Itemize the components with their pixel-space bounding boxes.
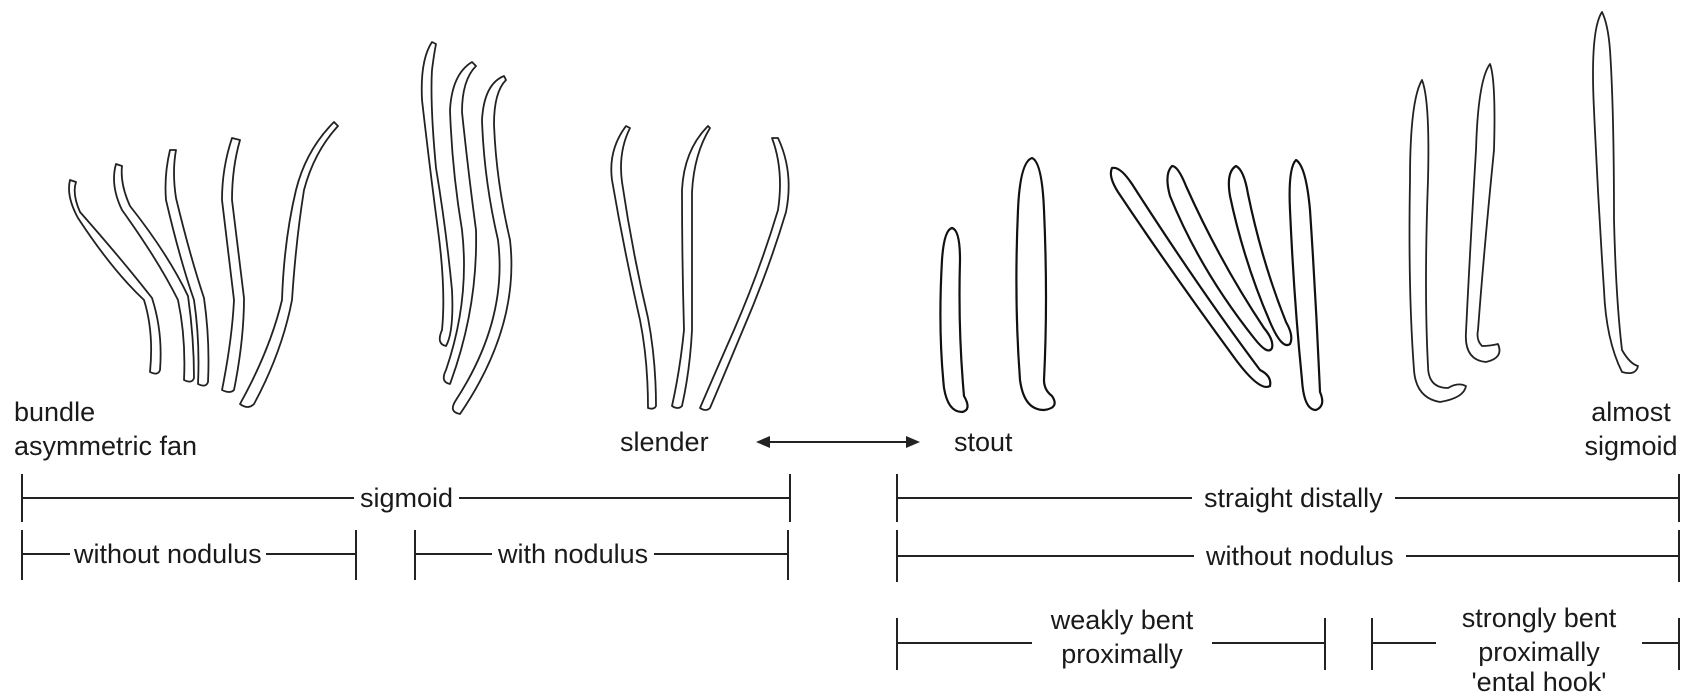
label-stout: stout: [954, 426, 1013, 458]
hooked-sclerites: [1410, 64, 1500, 402]
label-almost: almost: [1576, 396, 1686, 428]
weakly-bent-sclerites: [1111, 160, 1322, 410]
sclerite-weak-1: [1111, 168, 1270, 387]
label-straight-distally: straight distally: [1192, 482, 1395, 514]
label-weakly-proximally: proximally: [1032, 638, 1212, 670]
label-with-nodulus: with nodulus: [492, 538, 654, 570]
sclerite-slender-2: [672, 126, 710, 408]
sclerite-slender-1: [611, 126, 656, 409]
label-strongly-proximally: proximally: [1436, 636, 1642, 668]
almost-sigmoid-sclerite: [1593, 12, 1638, 373]
fan-sclerites: [69, 122, 338, 407]
label-weakly-bent: weakly bent: [1032, 604, 1212, 636]
sclerite-hook-1: [1410, 80, 1467, 402]
slender-sclerites: [611, 126, 788, 410]
label-ental-hook: 'ental hook': [1436, 666, 1642, 698]
label-strongly-bent: strongly bent: [1436, 602, 1642, 634]
sclerite-weak-4: [1290, 160, 1323, 410]
sclerite-slender-3: [700, 138, 789, 410]
label-slender: slender: [620, 426, 709, 458]
label-sigmoid: sigmoid: [354, 482, 459, 514]
label-without-nodulus-left: without nodulus: [70, 538, 266, 570]
double-headed-arrow-icon: [756, 436, 920, 448]
sclerite-nod-1: [422, 42, 453, 346]
nodulus-sclerites: [422, 42, 512, 414]
sclerite-hook-2: [1466, 64, 1500, 362]
sclerite-weak-2: [1167, 166, 1272, 350]
label-almost-sigmoid: sigmoid: [1568, 430, 1694, 462]
sclerite-stout-1: [940, 228, 967, 412]
sclerite-fan-4: [222, 138, 244, 392]
sclerite-nod-3: [453, 76, 512, 414]
sclerite-nod-2: [444, 62, 476, 384]
sclerite-stout-2: [1016, 158, 1054, 410]
sclerite-almost-1: [1593, 12, 1638, 373]
sclerite-fan-2: [114, 164, 194, 382]
stout-sclerites: [940, 158, 1054, 412]
label-bundle: bundle: [14, 396, 95, 428]
sclerite-fan-1: [69, 180, 161, 374]
label-without-nodulus-right: without nodulus: [1194, 540, 1406, 572]
sclerite-fan-5: [240, 122, 338, 407]
label-asymmetric-fan: asymmetric fan: [14, 430, 197, 462]
